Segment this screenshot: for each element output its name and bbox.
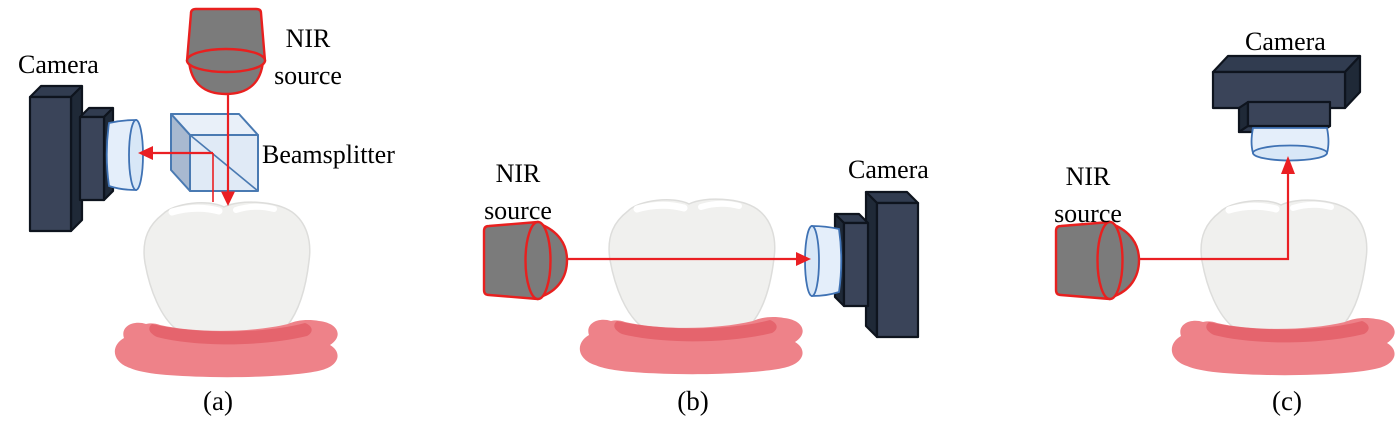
nir-source-label-c: NIR source (1040, 158, 1136, 232)
nir-label-line2-b: source (484, 196, 552, 225)
light-path-b (567, 252, 811, 266)
nir-label-line2-a: source (274, 61, 342, 90)
camera-b (803, 190, 920, 339)
nir-source-label-b: NIR source (470, 155, 566, 229)
camera-a (28, 84, 145, 233)
nir-label-line1-b: NIR (495, 159, 541, 188)
camera-c (1211, 54, 1362, 162)
beamsplitter-a (170, 113, 259, 192)
light-path-a (138, 94, 235, 206)
nir-label-line2-c: source (1054, 199, 1122, 228)
nir-label-line1-c: NIR (1065, 162, 1111, 191)
arrowhead-right-b (796, 252, 811, 266)
nir-source-b (482, 220, 569, 301)
camera-label-a: Camera (18, 50, 99, 79)
camera-label-c: Camera (1245, 27, 1326, 56)
arrowhead-left-a (138, 146, 153, 160)
light-path-c (1138, 156, 1295, 261)
panel-caption-b: (b) (677, 386, 709, 416)
nir-source-c (1054, 220, 1141, 301)
tooth-a (115, 202, 338, 377)
beamsplitter-label-a: Beamsplitter (262, 140, 395, 169)
arrowhead-up-c (1281, 156, 1295, 174)
nir-label-line1-a: NIR (285, 24, 331, 53)
nir-source-a (185, 7, 267, 96)
panel-caption-a: (a) (203, 386, 233, 416)
panel-caption-c: (c) (1272, 386, 1302, 416)
nir-source-label-a: NIR source (260, 20, 356, 94)
tooth-c (1172, 200, 1395, 375)
camera-label-b: Camera (848, 155, 929, 184)
tooth-b (580, 199, 803, 374)
arrowhead-down-a (221, 191, 235, 206)
